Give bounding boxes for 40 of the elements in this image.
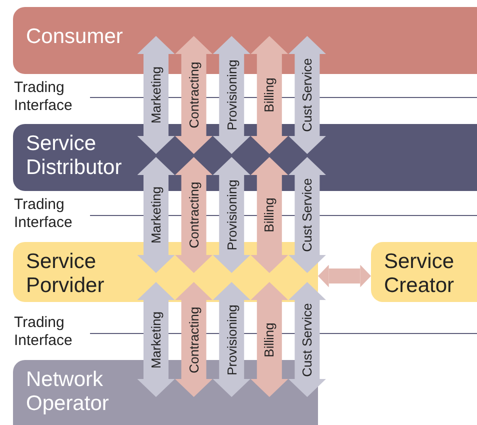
edge-label: Cust Service <box>300 302 315 376</box>
edge-label: Marketing <box>148 186 164 244</box>
edge-label: Cust Service <box>300 58 315 132</box>
edge-label: Cust Service <box>300 178 315 252</box>
interface-label: Trading Interface <box>14 196 74 232</box>
edge-label: Provisioning <box>224 180 240 250</box>
edge-label: Provisioning <box>224 60 240 130</box>
double-arrow <box>137 282 175 397</box>
edge-label: Contracting <box>186 182 202 248</box>
node-label: Service Creator <box>384 250 456 298</box>
edge-label: Billing <box>262 198 277 232</box>
double-arrow <box>288 282 326 397</box>
double-arrow <box>212 36 250 154</box>
edge-label: Billing <box>262 78 277 112</box>
node-label: Consumer <box>26 25 124 49</box>
edge-label: Marketing <box>148 66 164 124</box>
double-arrow <box>212 282 250 397</box>
edge-label: Billing <box>262 322 277 357</box>
interface-label: Trading Interface <box>14 79 74 115</box>
interface-label: Trading Interface <box>14 314 74 350</box>
edge-label: Contracting <box>186 306 202 373</box>
double-arrow <box>288 157 326 273</box>
double-arrow <box>212 157 250 273</box>
node-label: Service Porvider <box>26 250 106 298</box>
double-arrow <box>175 157 213 273</box>
double-arrow <box>250 36 288 154</box>
double-arrow <box>175 36 213 154</box>
double-arrow <box>318 264 371 288</box>
node-label: Service Distributor <box>26 132 123 180</box>
double-arrow <box>288 36 326 154</box>
double-arrow <box>250 282 288 397</box>
double-arrow <box>250 157 288 273</box>
double-arrow <box>137 36 175 154</box>
node-label: Network Operator <box>26 368 110 416</box>
double-arrow <box>175 282 213 397</box>
edge-label: Contracting <box>186 62 202 128</box>
creator-box <box>371 242 477 302</box>
double-arrow <box>137 157 175 273</box>
edge-label: Provisioning <box>224 304 240 375</box>
edge-label: Marketing <box>148 310 164 368</box>
